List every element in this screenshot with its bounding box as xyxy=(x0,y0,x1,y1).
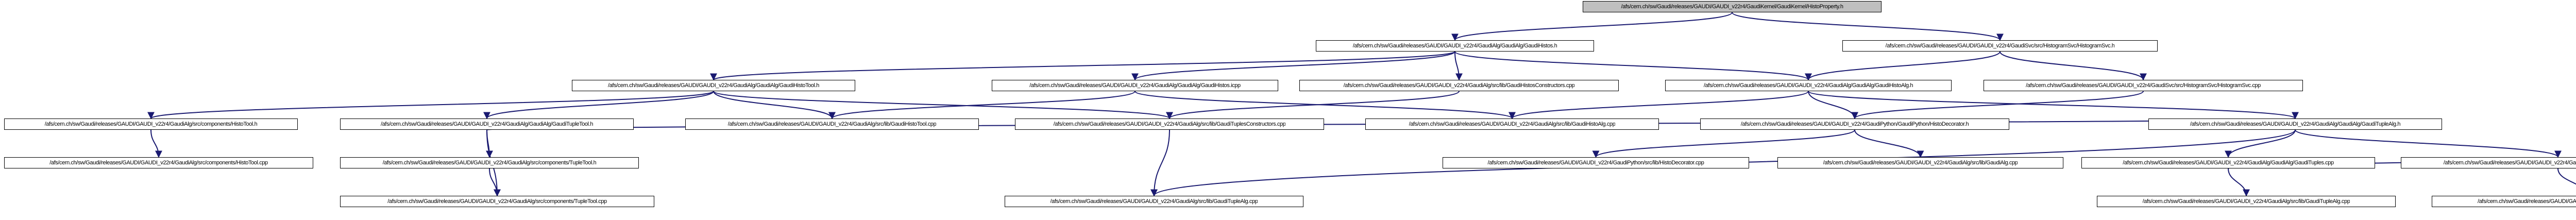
graph-node-label: /afs/cern.ch/sw/Gaudi/releases/GAUDI/GAU… xyxy=(387,198,607,205)
graph-node[interactable]: /afs/cern.ch/sw/Gaudi/releases/GAUDI/GAU… xyxy=(1842,40,2158,52)
graph-edge xyxy=(713,91,836,120)
graph-node-label: /afs/cern.ch/sw/Gaudi/releases/GAUDI/GAU… xyxy=(2190,121,2401,127)
graph-edge xyxy=(1134,91,1516,120)
graph-node[interactable]: /afs/cern.ch/sw/Gaudi/releases/GAUDI/GAU… xyxy=(4,119,298,130)
graph-node-label: /afs/cern.ch/sw/Gaudi/releases/GAUDI/GAU… xyxy=(1050,198,1258,205)
graph-edge xyxy=(489,168,501,197)
graph-node-label: /afs/cern.ch/sw/Gaudi/releases/GAUDI/GAU… xyxy=(2123,160,2334,166)
graph-node-label: /afs/cern.ch/sw/Gaudi/releases/GAUDI/GAU… xyxy=(2026,82,2261,89)
graph-node-label: /afs/cern.ch/sw/Gaudi/releases/GAUDI/GAU… xyxy=(2443,160,2576,166)
graph-node-label: /afs/cern.ch/sw/Gaudi/releases/GAUDI/GAU… xyxy=(727,121,937,127)
graph-edge xyxy=(2228,168,2250,197)
graph-edge xyxy=(1454,51,1812,81)
graph-node[interactable]: /afs/cern.ch/sw/Gaudi/releases/GAUDI/GAU… xyxy=(992,80,1278,91)
graph-node-label: /afs/cern.ch/sw/Gaudi/releases/GAUDI/GAU… xyxy=(382,160,597,166)
graph-edge xyxy=(2225,129,2296,158)
graph-node[interactable]: /afs/cern.ch/sw/Gaudi/releases/GAUDI/GAU… xyxy=(1015,119,1324,130)
graph-node[interactable]: /afs/cern.ch/sw/Gaudi/releases/GAUDI/GAU… xyxy=(2401,157,2576,168)
graph-node-label: /afs/cern.ch/sw/Gaudi/releases/GAUDI/GAU… xyxy=(607,82,820,89)
graph-node-label: /afs/cern.ch/sw/Gaudi/releases/GAUDI/GAU… xyxy=(44,121,258,127)
graph-node[interactable]: /afs/cern.ch/sw/Gaudi/releases/GAUDI/GAU… xyxy=(1443,157,1749,168)
graph-edge xyxy=(1454,51,1463,81)
graph-node[interactable]: /afs/cern.ch/sw/Gaudi/releases/GAUDI/GAU… xyxy=(1665,80,1952,91)
graph-node[interactable]: /afs/cern.ch/sw/Gaudi/releases/GAUDI/GAU… xyxy=(2432,196,2576,207)
graph-node[interactable]: /afs/cern.ch/sw/Gaudi/releases/GAUDI/GAU… xyxy=(1005,196,1303,207)
graph-node-label: /afs/cern.ch/sw/Gaudi/releases/GAUDI/GAU… xyxy=(2142,198,2350,205)
graph-node[interactable]: /afs/cern.ch/sw/Gaudi/releases/GAUDI/GAU… xyxy=(340,196,654,207)
graph-node[interactable]: /afs/cern.ch/sw/Gaudi/releases/GAUDI/GAU… xyxy=(4,157,313,168)
graph-edge xyxy=(828,91,1136,120)
graph-edge xyxy=(1166,91,1460,120)
graph-edge xyxy=(1808,91,2299,120)
graph-node-label: /afs/cern.ch/sw/Gaudi/releases/GAUDI/GAU… xyxy=(1703,82,1913,89)
graph-edge xyxy=(2557,168,2576,185)
graph-node[interactable]: /afs/cern.ch/sw/Gaudi/releases/GAUDI/GAU… xyxy=(685,119,979,130)
graph-node-label: /afs/cern.ch/sw/Gaudi/releases/GAUDI/GAU… xyxy=(49,160,268,166)
graph-node-label: /afs/cern.ch/sw/Gaudi/releases/GAUDI/GAU… xyxy=(1885,43,2115,49)
graph-node-label: /afs/cern.ch/sw/Gaudi/releases/GAUDI/GAU… xyxy=(1823,160,2018,166)
graph-edge xyxy=(147,91,714,120)
graph-edge xyxy=(1805,51,2001,81)
graph-edge xyxy=(1732,12,2004,41)
graph-node-label: /afs/cern.ch/sw/Gaudi/releases/GAUDI/GAU… xyxy=(1621,4,1843,10)
graph-node-label: /afs/cern.ch/sw/Gaudi/releases/GAUDI/GAU… xyxy=(1352,43,1557,49)
graph-node[interactable]: /afs/cern.ch/sw/Gaudi/releases/GAUDI/GAU… xyxy=(2097,196,2396,207)
graph-node[interactable]: /afs/cern.ch/sw/Gaudi/releases/GAUDI/GAU… xyxy=(1365,119,1659,130)
graph-node[interactable]: /afs/cern.ch/sw/Gaudi/releases/GAUDI/GAU… xyxy=(1777,157,2063,168)
graph-edge xyxy=(1592,129,1855,158)
graph-node-label: /afs/cern.ch/sw/Gaudi/releases/GAUDI/GAU… xyxy=(1029,82,1241,89)
graph-node[interactable]: /afs/cern.ch/sw/Gaudi/releases/GAUDI/GAU… xyxy=(1299,80,1619,91)
graph-node-root[interactable]: /afs/cern.ch/sw/Gaudi/releases/GAUDI/GAU… xyxy=(1583,1,1882,12)
graph-edge xyxy=(710,51,1455,81)
graph-edge xyxy=(485,129,493,158)
graph-edge xyxy=(2295,129,2562,158)
graph-node[interactable]: /afs/cern.ch/sw/Gaudi/releases/GAUDI/GAU… xyxy=(340,119,634,130)
graph-node[interactable]: /afs/cern.ch/sw/Gaudi/releases/GAUDI/GAU… xyxy=(1316,40,1594,52)
graph-node[interactable]: /afs/cern.ch/sw/Gaudi/releases/GAUDI/GAU… xyxy=(1984,80,2303,91)
graph-edge xyxy=(1854,129,1924,158)
graph-edge xyxy=(483,91,714,120)
graph-edge xyxy=(713,91,1173,120)
graph-node-label: /afs/cern.ch/sw/Gaudi/releases/GAUDI/GAU… xyxy=(1487,160,1704,166)
graph-node-label: /afs/cern.ch/sw/Gaudi/releases/GAUDI/GAU… xyxy=(1343,82,1575,89)
graph-node-label: /afs/cern.ch/sw/Gaudi/releases/GAUDI/GAU… xyxy=(1409,121,1616,127)
graph-node-label: /afs/cern.ch/sw/Gaudi/releases/GAUDI/GAU… xyxy=(380,121,594,127)
graph-node[interactable]: /afs/cern.ch/sw/Gaudi/releases/GAUDI/GAU… xyxy=(1700,119,2009,130)
graph-edge xyxy=(150,129,162,158)
graph-edge xyxy=(1451,12,1733,41)
graph-node-label: /afs/cern.ch/sw/Gaudi/releases/GAUDI/GAU… xyxy=(2477,198,2576,205)
graph-node[interactable]: /afs/cern.ch/sw/Gaudi/releases/GAUDI/GAU… xyxy=(572,80,855,91)
graph-node[interactable]: /afs/cern.ch/sw/Gaudi/releases/GAUDI/GAU… xyxy=(340,157,639,168)
graph-node[interactable]: /afs/cern.ch/sw/Gaudi/releases/GAUDI/GAU… xyxy=(2081,157,2375,168)
graph-edge xyxy=(1808,91,1858,120)
graph-edge xyxy=(1131,51,1455,81)
graph-edge xyxy=(1509,91,1809,120)
graph-node-label: /afs/cern.ch/sw/Gaudi/releases/GAUDI/GAU… xyxy=(1740,121,1969,127)
graph-edge xyxy=(1999,51,2147,81)
graph-edge xyxy=(1150,129,1170,197)
graph-node[interactable]: /afs/cern.ch/sw/Gaudi/releases/GAUDI/GAU… xyxy=(2148,119,2442,130)
graph-node-label: /afs/cern.ch/sw/Gaudi/releases/GAUDI/GAU… xyxy=(1053,121,1286,127)
graph-edge xyxy=(1851,91,2144,120)
